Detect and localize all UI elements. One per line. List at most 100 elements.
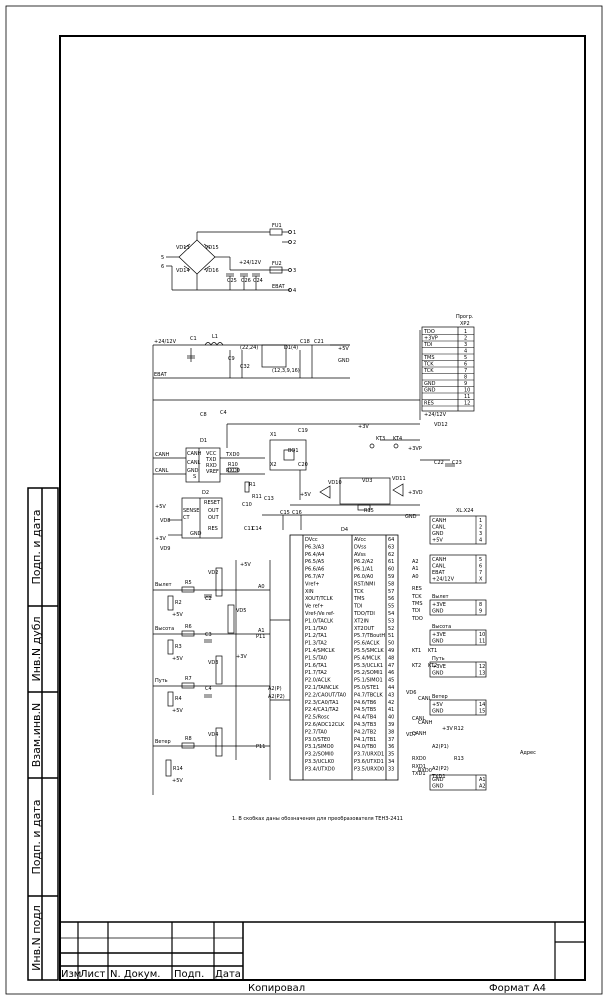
prog-signal: TCK — [423, 362, 434, 368]
pin-4: 4 — [293, 288, 296, 294]
diode-vd15: VD15 — [205, 245, 219, 251]
mcu-left-pin: P1.4/SMCLK — [305, 648, 335, 654]
mcu-left-pin: P2.0/ACLK — [305, 678, 331, 684]
prog-signal: TDI — [423, 342, 432, 348]
mcu-left-pin: P1.0/TACLK — [305, 618, 334, 624]
prog-pin-number: 10 — [464, 388, 470, 394]
mcu-right-pin-number: 64 — [388, 537, 394, 543]
middle-part-label: C11 — [244, 526, 254, 532]
xl24-pin-number: X — [479, 577, 483, 583]
pin-1: 1 — [293, 230, 296, 236]
mcu-left-pin: P2.4/CA1/TA2 — [305, 707, 339, 713]
middle-net-label: +5V — [300, 492, 311, 498]
mcu-right-pin: P6.2/A2 — [354, 559, 373, 565]
input-supply: +5V — [172, 656, 183, 662]
mcu-left-pin: DVcc — [305, 537, 318, 543]
xl24-extra-label: VD7 — [406, 732, 416, 738]
cap-c32: C32 — [240, 364, 250, 370]
diode-vd16: VD16 — [205, 268, 219, 274]
pin-2: 2 — [293, 240, 296, 246]
mcu-left-pin: P3.3/UCLK0 — [305, 759, 334, 765]
mcu-left-pin: P6.4/A4 — [305, 552, 324, 558]
prog-title: Прогр. — [456, 314, 474, 320]
middle-part-label: KT3 — [376, 436, 385, 442]
cap-c18: C18 — [300, 339, 310, 345]
middle-part-label: VD11 — [392, 476, 406, 482]
mcu-right-net: RXD0 — [412, 756, 426, 762]
mcu-right-net: CANH — [412, 731, 427, 737]
net-ebat-power: EBAT — [272, 284, 286, 290]
mcu-right-pin-number: 35 — [388, 752, 394, 758]
stamp-format: Формат А4 — [489, 983, 546, 994]
middle-part-label: C23 — [452, 460, 462, 466]
xl24-extra-label: A2(P2) — [432, 766, 449, 772]
middle-part-label: VD3 — [362, 478, 372, 484]
middle-part-label: X1 — [270, 432, 277, 438]
prog-signal: TMS — [423, 355, 435, 361]
mcu-right-pin-number: 50 — [388, 641, 394, 647]
xl24-signal: EBAT — [432, 570, 446, 576]
xl24-extra-label: KT2 — [428, 663, 437, 669]
xl24-group-title: Ветер — [432, 694, 448, 700]
xl24-extra-label: VD6 — [406, 690, 416, 696]
xl24-signal: GND — [432, 777, 444, 783]
xl24-group-box — [429, 699, 487, 716]
mcu-right-pin: TMS — [353, 596, 365, 602]
mcu-right-pin-number: 53 — [388, 618, 394, 624]
mcu-right-pin-number: 51 — [388, 633, 394, 639]
xl24-signal: GND — [432, 609, 444, 615]
input-resistor: R5 — [185, 580, 192, 586]
diode-vd13: VD13 — [176, 245, 190, 251]
side-strip: Подп. и дата Инв.N дубл Взам.инв.N Подп.… — [27, 487, 59, 981]
prog-pin-number: 12 — [464, 401, 470, 407]
xl24-pin-number: 2 — [479, 525, 482, 531]
xl24-group-title: Путь — [432, 656, 445, 662]
input-channel-name: Вылет — [155, 582, 172, 588]
mcu-right-pin-number: 36 — [388, 744, 394, 750]
xl24-signal: GND — [432, 639, 444, 645]
mcu-right-pin-number: 61 — [388, 559, 394, 565]
mcu-right-pin: XT2IN — [354, 618, 369, 624]
mcu-right-pin: P4.2/TB2 — [354, 729, 376, 735]
cap-c1: C1 — [190, 336, 197, 342]
input-supply: +5V — [172, 612, 183, 618]
xl24-signal: +3VE — [432, 602, 446, 608]
mcu-right-pin: P6.1/A1 — [354, 567, 373, 573]
mcu-right-pin-number: 46 — [388, 670, 394, 676]
side-label-3: Взам.инв.N — [30, 703, 43, 767]
mcu-right-net: KT1 — [412, 648, 421, 654]
middle-part-label: C13 — [264, 496, 274, 502]
prog-net: +24/12V — [424, 412, 447, 418]
d1-pin-label: TXD — [205, 457, 216, 463]
xl24-group-box — [429, 661, 487, 678]
fuse-fu2: FU2 — [272, 261, 282, 267]
xl24-signal: GND — [432, 671, 444, 677]
mcu-right-pin-number: 62 — [388, 552, 394, 558]
mcu-right-pin: P3.5/URXD0 — [354, 766, 384, 772]
drawing-frame — [59, 35, 586, 981]
d2-pin-label: OUT — [208, 515, 220, 521]
schematic-note: 1. В скобках даны обозначения для преобр… — [232, 816, 403, 822]
mcu-right-pin: P5.5/SMCLK — [354, 648, 384, 654]
middle-part-label: VD9 — [160, 546, 170, 552]
mcu-right-pin: P5.0/STE1 — [354, 685, 379, 691]
prog-pin-number: 3 — [464, 342, 467, 348]
mcu-right-net: A1 — [412, 566, 419, 572]
middle-part-label: R1 — [249, 482, 256, 488]
mcu-right-pin: TDI — [353, 604, 362, 610]
mcu-right-pin-number: 34 — [388, 759, 394, 765]
pin-6: 6 — [161, 264, 164, 270]
middle-part-label: D1 — [200, 438, 207, 444]
pin-5: 5 — [161, 255, 164, 261]
xl24-extra-label: R12 — [454, 726, 464, 732]
stamp-col-doc: N. Докум. — [110, 969, 160, 980]
fuse-fu1: FU1 — [272, 223, 282, 229]
mcu-left-pin: P6.3/A3 — [305, 544, 324, 550]
d1-pin-label: VCC — [206, 451, 217, 457]
input-net: P11 — [256, 634, 265, 640]
mcu-left-pin: XIN — [305, 589, 314, 595]
